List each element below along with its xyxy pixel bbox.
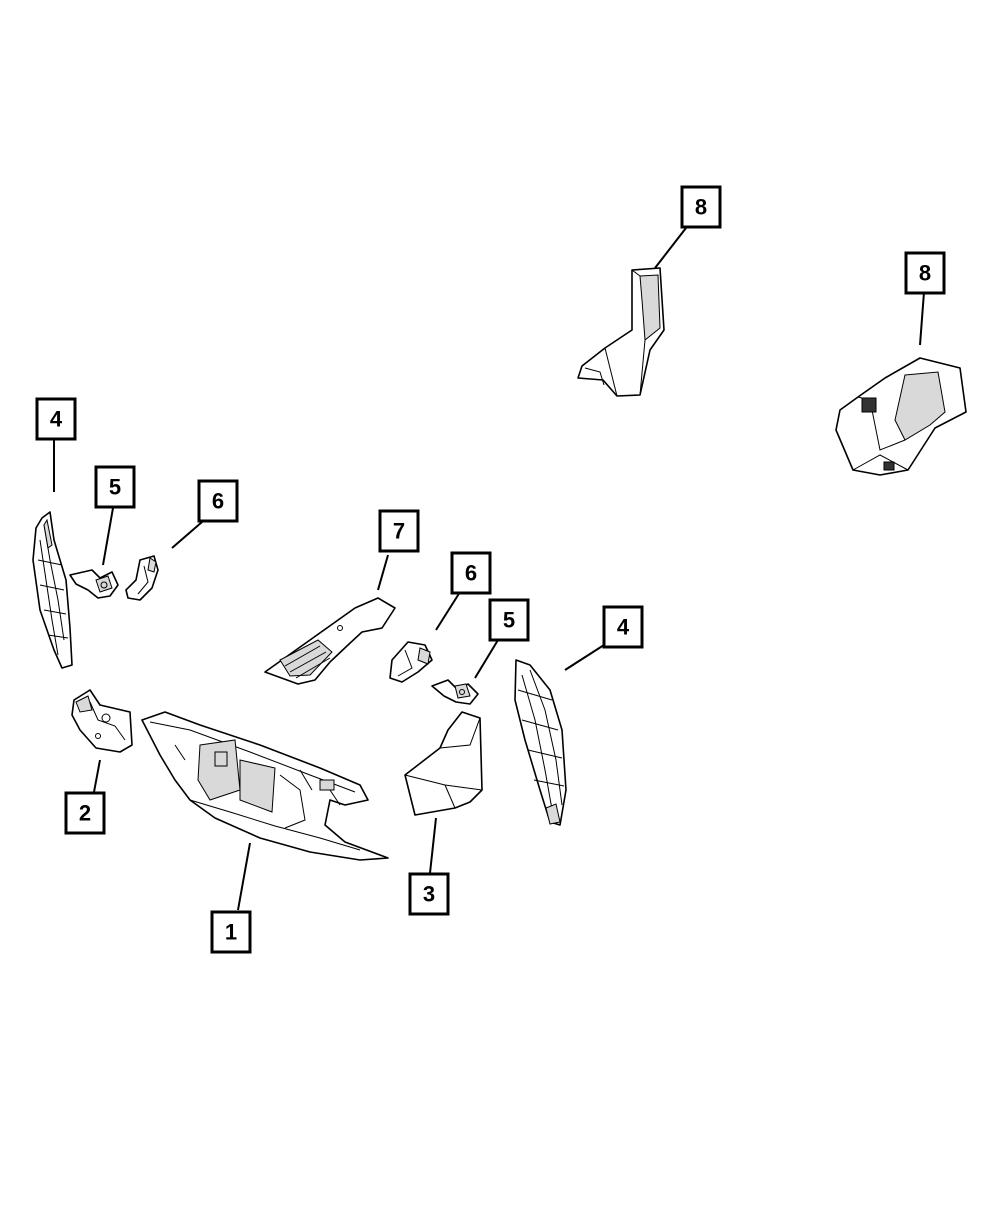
part-4-seal-left [32, 511, 73, 669]
callout-8-top: 8 [680, 185, 722, 229]
svg-text:2: 2 [79, 801, 91, 826]
callout-4-right: 4 [602, 605, 644, 649]
part-4-seal-right [514, 659, 567, 826]
part-6-clip-center [389, 641, 433, 683]
part-3-block [404, 711, 483, 816]
svg-text:8: 8 [919, 261, 931, 286]
callout-6-left: 6 [197, 479, 239, 523]
part-2-shield [71, 689, 133, 753]
svg-text:5: 5 [503, 608, 515, 633]
svg-text:4: 4 [617, 615, 630, 640]
callout-7: 7 [378, 509, 420, 553]
part-8-duct-left [577, 267, 665, 397]
svg-text:3: 3 [423, 882, 435, 907]
callout-3: 3 [408, 872, 450, 916]
callout-5-left: 5 [94, 465, 136, 509]
part-8-duct-right [835, 357, 967, 476]
svg-text:6: 6 [465, 561, 477, 586]
callout-4-left: 4 [35, 397, 77, 441]
leader-lines [53, 227, 925, 911]
svg-text:6: 6 [212, 489, 224, 514]
part-5-bracket-left [69, 569, 119, 599]
part-1-crossmember [141, 711, 389, 861]
part-7-plate [264, 597, 396, 685]
svg-text:1: 1 [225, 920, 237, 945]
callout-2: 2 [64, 791, 106, 835]
svg-text:4: 4 [50, 407, 63, 432]
callout-1: 1 [210, 910, 252, 954]
callout-6-center: 6 [450, 551, 492, 595]
part-5-bracket-center [431, 679, 479, 705]
svg-text:5: 5 [109, 475, 121, 500]
svg-text:8: 8 [695, 195, 707, 220]
svg-text:7: 7 [393, 519, 405, 544]
callout-5-center: 5 [488, 598, 530, 642]
part-6-clip-left [125, 555, 159, 601]
callout-8-right: 8 [904, 251, 946, 295]
